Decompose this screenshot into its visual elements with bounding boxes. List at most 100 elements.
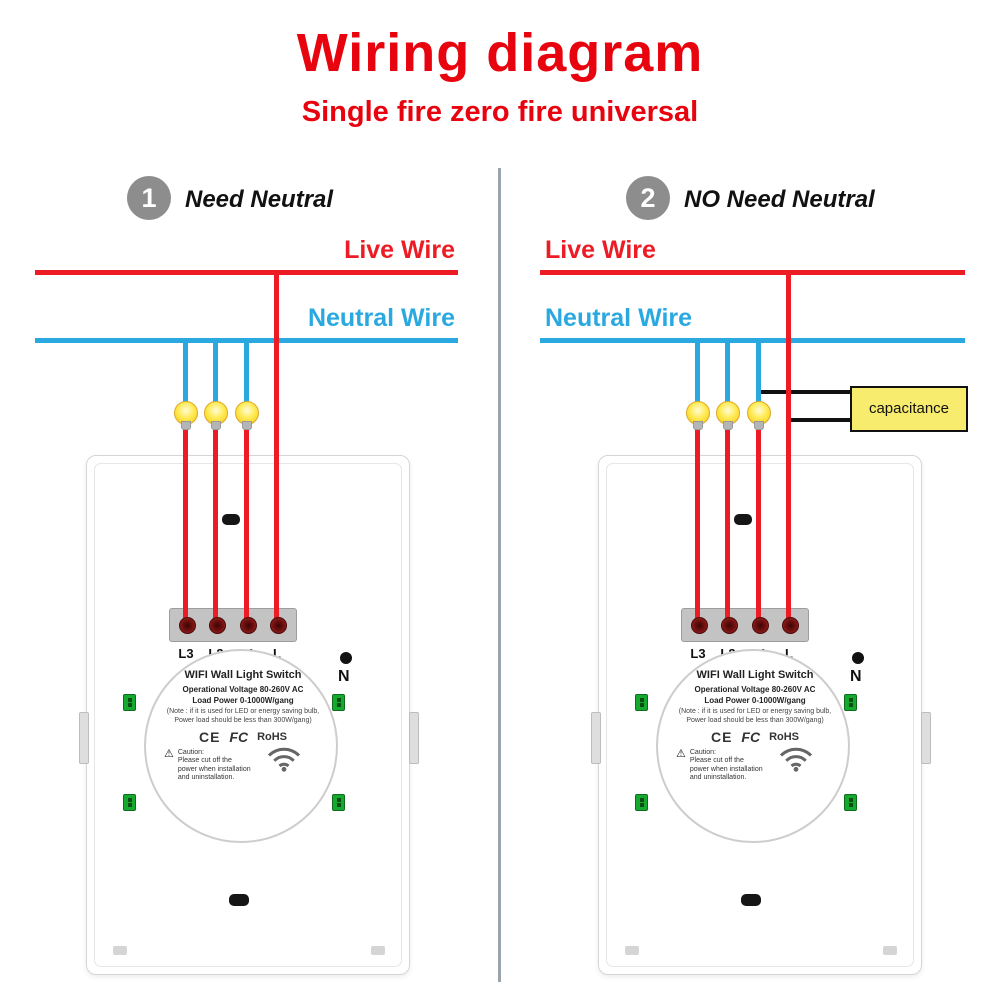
terminal-screw-l1 — [752, 617, 769, 634]
terminal-screw-l3 — [179, 617, 196, 634]
live-wire-line — [540, 270, 965, 275]
neutral-drop-3 — [756, 338, 761, 404]
green-connector — [123, 794, 136, 811]
load-wire-l3 — [183, 426, 188, 622]
wifi-icon — [779, 747, 813, 772]
caution-title: Caution: — [689, 749, 716, 756]
terminal-screw-l — [782, 617, 799, 634]
terminal-label-l3: L3 — [178, 646, 194, 661]
light-bulb-icon — [747, 401, 771, 430]
caution-line-2: power when installation — [177, 765, 251, 773]
terminal-label-l3: L3 — [690, 646, 706, 661]
caution-line-3: and uninstallation. — [177, 774, 235, 782]
mounting-tab-left — [591, 712, 601, 764]
live-wire-label: Live Wire — [545, 236, 656, 264]
certification-marks: CE FC RoHS — [658, 729, 852, 745]
module-load: Load Power 0-1000W/gang — [704, 696, 806, 705]
capacitance-box: capacitance — [850, 386, 968, 432]
bottom-notch-left — [625, 946, 639, 955]
panel-need-neutral: 1 Need Neutral Live Wire Neutral Wire L3… — [0, 0, 488, 1000]
terminal-block — [169, 608, 297, 642]
neutral-terminal-label: N — [850, 668, 862, 685]
green-connector — [635, 794, 648, 811]
page-subtitle: Single fire zero fire universal — [301, 96, 699, 128]
green-connector — [332, 794, 345, 811]
rohs-mark: RoHS — [257, 731, 288, 743]
load-wire-l2 — [213, 426, 218, 622]
light-bulb-icon — [686, 401, 710, 430]
neutral-drop-1 — [183, 338, 188, 404]
module-title: WIFI Wall Light Switch — [696, 669, 814, 681]
neutral-drop-3 — [244, 338, 249, 404]
terminal-screw-l3 — [691, 617, 708, 634]
wall-switch-device: L3 L2 L1 L N WIFI Wall Light Switch Oper… — [79, 455, 419, 975]
live-drop-to-l — [786, 270, 791, 622]
warning-icon: ⚠ — [164, 748, 174, 760]
module-note-2: Power load should be less than 300W/gang… — [686, 717, 824, 724]
caution-line-1: Please cut off the — [177, 757, 232, 765]
bottom-notch-left — [113, 946, 127, 955]
neutral-wire-label: Neutral Wire — [307, 304, 455, 332]
neutral-drop-2 — [725, 338, 730, 404]
caution-title: Caution: — [177, 749, 204, 756]
caution-line-3: and uninstallation. — [689, 774, 747, 782]
warning-icon: ⚠ — [676, 748, 686, 760]
panel-heading: NO Need Neutral — [684, 186, 875, 213]
green-connector — [844, 694, 857, 711]
neutral-wire-line — [540, 338, 965, 343]
module-note-2: Power load should be less than 300W/gang… — [174, 717, 312, 724]
terminal-screw-l2 — [721, 617, 738, 634]
certification-marks: CE FC RoHS — [146, 729, 340, 745]
load-wire-l1 — [756, 426, 761, 622]
caution-note: ⚠ Caution: Please cut off the power when… — [164, 749, 264, 783]
neutral-terminal-dot — [340, 652, 352, 664]
caution-line-2: power when installation — [689, 765, 763, 773]
light-bulb-icon — [716, 401, 740, 430]
switch-module: WIFI Wall Light Switch Operational Volta… — [656, 649, 850, 843]
neutral-drop-1 — [695, 338, 700, 404]
live-wire-label: Live Wire — [344, 236, 455, 264]
page-title: Wiring diagram — [296, 23, 704, 83]
neutral-drop-2 — [213, 338, 218, 404]
ce-mark: CE — [710, 729, 733, 745]
panel-no-need-neutral: 2 NO Need Neutral Live Wire Neutral Wire… — [512, 0, 1000, 1000]
module-voltage: Operational Voltage 80-260V AC — [694, 685, 816, 694]
load-wire-l2 — [725, 426, 730, 622]
step-badge: 2 — [626, 176, 670, 220]
neutral-wire-label: Neutral Wire — [545, 304, 693, 332]
load-wire-l3 — [695, 426, 700, 622]
live-wire-line — [35, 270, 458, 275]
bottom-notch-right — [371, 946, 385, 955]
green-connector — [635, 694, 648, 711]
caution-note: ⚠ Caution: Please cut off the power when… — [676, 749, 776, 783]
module-note-1: (Note : if it is used for LED or energy … — [678, 708, 832, 715]
mounting-tab-left — [79, 712, 89, 764]
wall-switch-device: L3 L2 L1 L N WIFI Wall Light Switch Oper… — [591, 455, 931, 975]
neutral-terminal-dot — [852, 652, 864, 664]
top-indicator-button — [734, 514, 752, 525]
ce-mark: CE — [198, 729, 221, 745]
module-title: WIFI Wall Light Switch — [184, 669, 302, 681]
mounting-tab-right — [409, 712, 419, 764]
light-bulb-icon — [235, 401, 259, 430]
wifi-icon — [267, 747, 301, 772]
terminal-label-l: L — [785, 646, 793, 661]
bottom-notch-right — [883, 946, 897, 955]
terminal-screw-l — [270, 617, 287, 634]
neutral-terminal-label: N — [338, 668, 350, 685]
module-note-1: (Note : if it is used for LED or energy … — [166, 708, 320, 715]
light-bulb-icon — [204, 401, 228, 430]
terminal-screw-l2 — [209, 617, 226, 634]
terminal-screw-l1 — [240, 617, 257, 634]
light-bulb-icon — [174, 401, 198, 430]
terminal-label-l: L — [273, 646, 281, 661]
mounting-tab-right — [921, 712, 931, 764]
top-indicator-button — [222, 514, 240, 525]
bottom-indicator-button — [741, 894, 761, 906]
step-badge: 1 — [127, 176, 171, 220]
panel-heading: Need Neutral — [185, 186, 334, 213]
capacitor-wire-top — [758, 390, 852, 394]
fcc-mark: FC — [741, 729, 761, 745]
module-voltage: Operational Voltage 80-260V AC — [182, 685, 304, 694]
